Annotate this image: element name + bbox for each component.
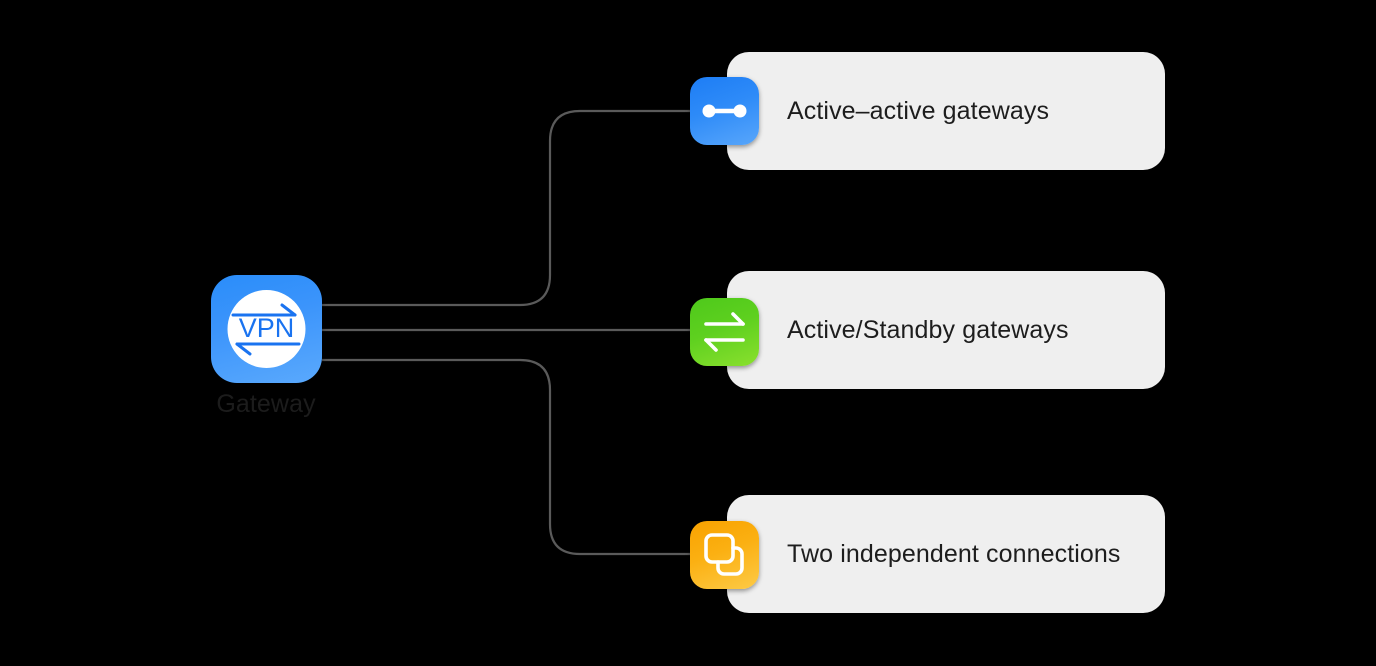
branch-label: Two independent connections — [787, 539, 1121, 568]
vpn-shield-icon: VPN — [211, 275, 322, 383]
branch-card-active-active[interactable]: Active–active gateways — [727, 52, 1165, 170]
branch-card-active-standby[interactable]: Active/Standby gateways — [727, 271, 1165, 389]
gateway-label: Gateway — [216, 390, 316, 418]
connector-branch-0 — [322, 109, 692, 307]
svg-text:VPN: VPN — [239, 313, 295, 343]
branch-label: Active/Standby gateways — [787, 315, 1069, 344]
link-nodes-icon — [690, 77, 759, 145]
overlapping-squares-icon — [690, 521, 759, 589]
bidirectional-arrows-icon — [690, 298, 759, 366]
connector-branch-2 — [322, 358, 692, 556]
gateway-node[interactable]: VPN Gateway — [211, 275, 322, 418]
branch-label: Active–active gateways — [787, 96, 1050, 125]
branch-card-two-independent[interactable]: Two independent connections — [727, 495, 1165, 613]
